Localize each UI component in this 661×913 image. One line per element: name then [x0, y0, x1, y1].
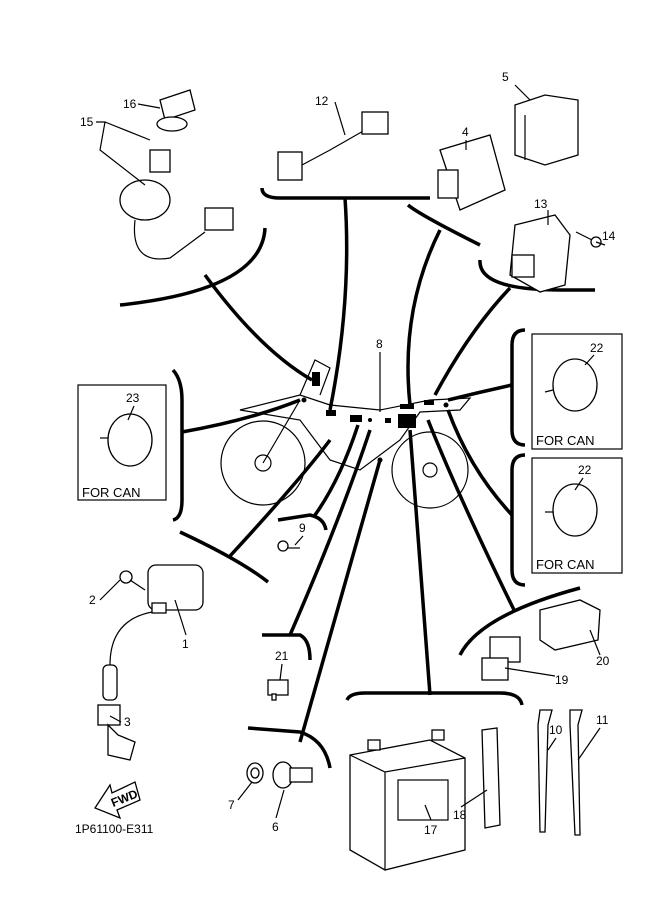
callout-7: 7: [228, 798, 235, 812]
callout-5: 5: [502, 70, 509, 84]
callout-leaders: [96, 84, 606, 821]
can-box-22b: [531, 457, 623, 574]
cdi-unit-4: [437, 134, 506, 211]
callout-16: 16: [123, 97, 137, 111]
callout-9: 9: [299, 521, 306, 535]
neutral-switch-6: [272, 761, 313, 789]
battery-17: [349, 729, 466, 871]
battery-band-18: [481, 727, 501, 829]
leader-lines: [119, 187, 595, 769]
callout-23: 23: [126, 391, 140, 405]
diagram-code: 1P61100-E311: [75, 822, 154, 836]
for-can-label-right-bottom: FOR CAN: [536, 557, 595, 572]
fuse-21: [267, 679, 289, 701]
callout-22b: 22: [578, 463, 592, 477]
callout-19: 19: [555, 673, 569, 687]
for-can-label-left: FOR CAN: [82, 485, 141, 500]
callout-11: 11: [596, 713, 609, 727]
callout-numbers: 16 15 12 4 5 13 14 8 22 23 22 9 2 1 21 2…: [80, 70, 616, 837]
coupler-20: [539, 599, 601, 651]
fwd-arrow: FWD: [94, 781, 141, 820]
callout-4: 4: [462, 125, 469, 139]
ignition-coil-1: [102, 564, 204, 701]
callout-3: 3: [124, 715, 131, 729]
callout-14: 14: [602, 229, 616, 243]
washer-7: [246, 762, 264, 784]
wire-harness-connector-12: [277, 111, 389, 181]
callout-1: 1: [182, 637, 189, 651]
bolt-2: [119, 570, 146, 591]
callout-17: 17: [424, 823, 438, 837]
callout-10: 10: [549, 723, 563, 737]
main-switch-assembly: [119, 89, 234, 260]
callout-2: 2: [89, 593, 96, 607]
cable-tie-10: [537, 709, 553, 833]
bolt-14: [575, 231, 602, 248]
plug-cap-3: [97, 704, 136, 761]
callout-13: 13: [534, 197, 548, 211]
callout-18: 18: [453, 808, 467, 822]
callout-6: 6: [272, 820, 279, 834]
cover-5: [514, 94, 579, 166]
callout-8: 8: [376, 337, 383, 351]
can-box-23: [77, 384, 167, 501]
callout-12: 12: [315, 94, 329, 108]
callout-21: 21: [275, 649, 289, 663]
can-box-22a: [531, 333, 623, 450]
callout-22a: 22: [590, 341, 604, 355]
callout-20: 20: [596, 654, 610, 668]
coupler-19: [481, 636, 521, 681]
relay-13: [509, 214, 571, 293]
bolt-9: [277, 540, 300, 552]
harness-markers: [301, 372, 449, 463]
motorcycle-outline: [220, 359, 472, 509]
for-can-label-right-top: FOR CAN: [536, 433, 595, 448]
cable-tie-11: [569, 709, 583, 836]
callout-15: 15: [80, 115, 94, 129]
